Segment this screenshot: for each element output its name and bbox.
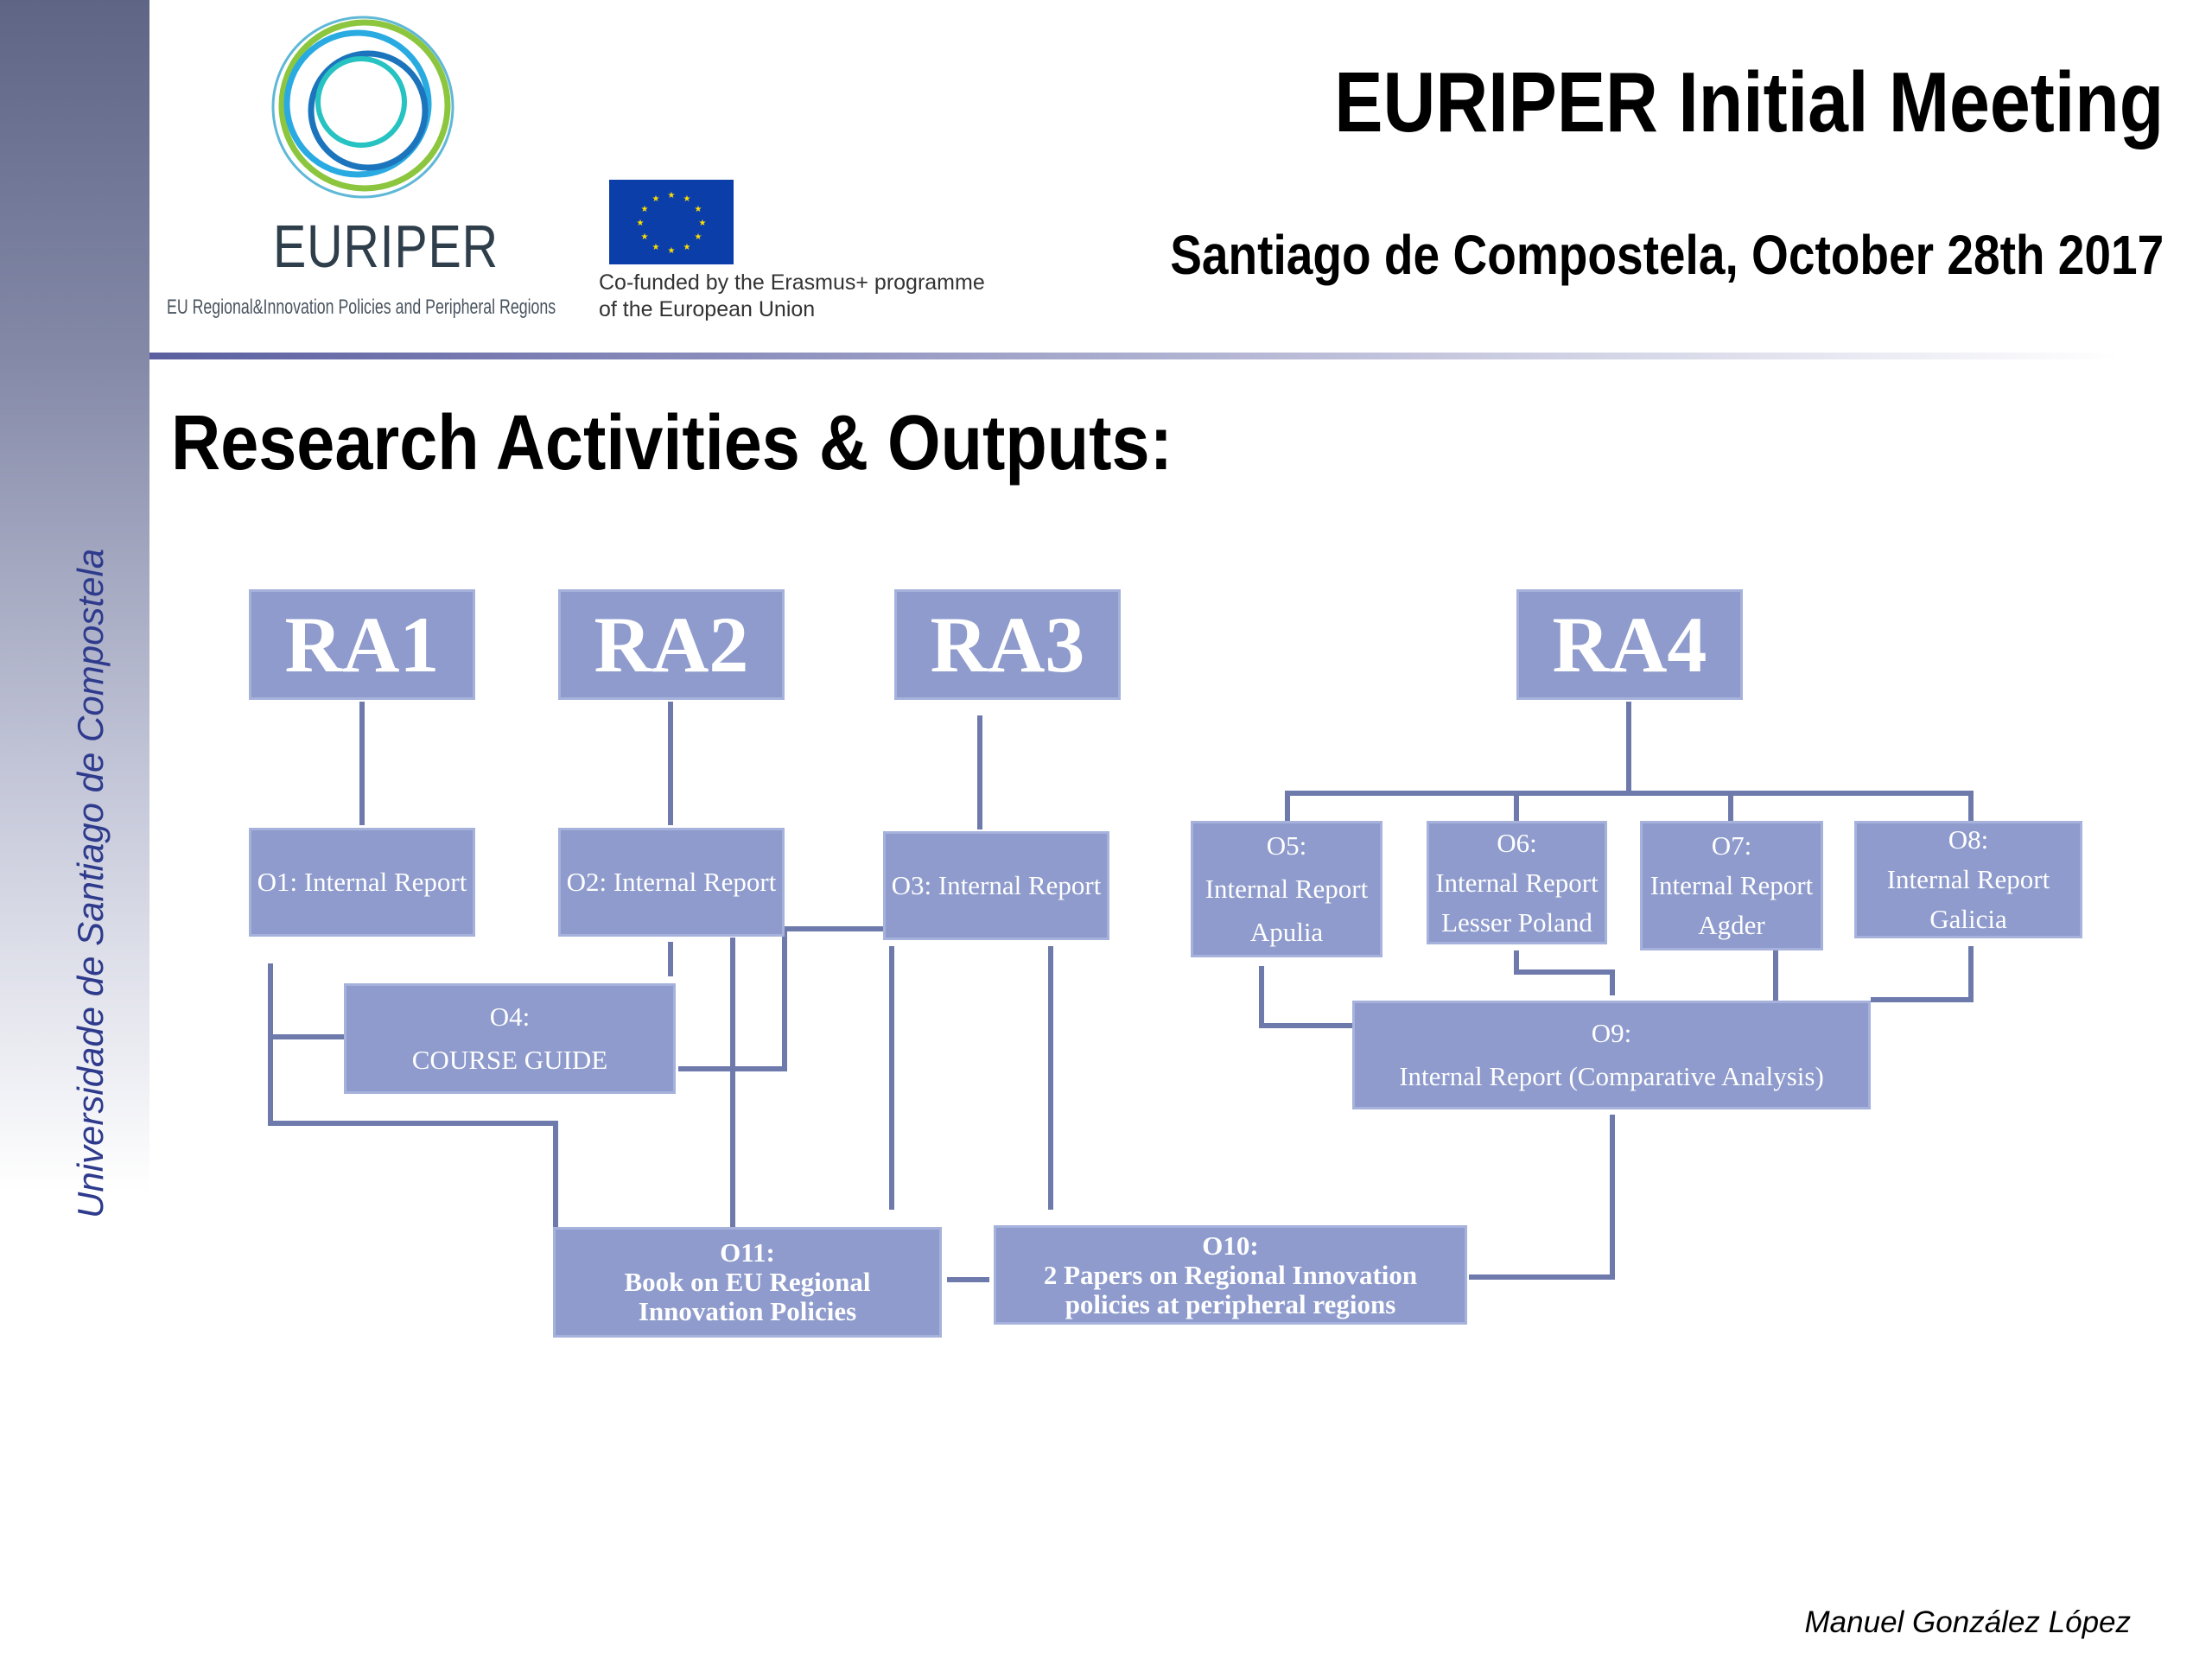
o5-title: Internal Report <box>1205 874 1369 904</box>
author-name: Manuel González López <box>1804 1605 2131 1639</box>
svg-text:★: ★ <box>699 219 707 228</box>
connector-o6-o9 <box>1514 950 1615 995</box>
o11-label: O11: <box>720 1237 775 1268</box>
erasmus-note-line2: of the European Union <box>599 297 816 321</box>
euriper-tagline: EU Regional&Innovation Policies and Peri… <box>167 296 556 319</box>
o11-title-line2: Innovation Policies <box>638 1296 857 1326</box>
euriper-wordmark: EURIPER <box>273 213 499 280</box>
o10-label: O10: <box>1202 1230 1259 1261</box>
o5-box: O5: Internal Report Apulia <box>1191 821 1382 957</box>
o7-title: Internal Report <box>1649 870 1814 900</box>
svg-text:★: ★ <box>641 205 649 214</box>
section-title: Research Activities & Outputs: <box>171 400 1173 486</box>
o6-box: O6: Internal Report Lesser Poland <box>1427 821 1607 944</box>
svg-text:★: ★ <box>641 232 649 242</box>
connector-o4-o3 <box>678 926 883 1071</box>
o6-title: Internal Report <box>1435 867 1599 898</box>
svg-text:★: ★ <box>637 219 645 228</box>
o5-region: Apulia <box>1249 917 1324 947</box>
svg-text:★: ★ <box>695 232 702 242</box>
o11-title-line1: Book on EU Regional <box>624 1267 871 1297</box>
o10-title-line1: 2 Papers on Regional Innovation <box>1043 1259 1418 1290</box>
ra1-box: RA1 <box>249 589 475 700</box>
o4-box: O4: COURSE GUIDE <box>344 983 676 1094</box>
eu-flag-icon: ★★★ ★★★ ★★★ ★★★ <box>609 180 734 264</box>
o6-label: O6: <box>1497 827 1537 858</box>
o2-box: O2: Internal Report <box>558 828 785 937</box>
sidebar-gradient <box>0 0 149 1192</box>
connector-o1-o4 <box>268 963 344 1039</box>
o10-title-line2: policies at peripheral regions <box>1065 1288 1396 1319</box>
o4-title: COURSE GUIDE <box>411 1045 608 1075</box>
o8-box: O8: Internal Report Galicia <box>1854 821 2082 938</box>
connector-o9-o10 <box>1469 1115 1615 1280</box>
svg-text:★: ★ <box>668 191 676 200</box>
svg-text:★: ★ <box>668 246 676 256</box>
ra4-box: RA4 <box>1516 589 1743 700</box>
o7-label: O7: <box>1711 830 1752 861</box>
o1-box: O1: Internal Report <box>249 828 475 937</box>
page-title: EURIPER Initial Meeting <box>1334 54 2164 149</box>
ra3-box: RA3 <box>894 589 1121 700</box>
o9-title: Internal Report (Comparative Analysis) <box>1399 1061 1824 1091</box>
o9-label: O9: <box>1591 1018 1632 1048</box>
connector-o5-o9 <box>1259 966 1355 1028</box>
o6-region: Lesser Poland <box>1441 906 1592 938</box>
o8-region: Galicia <box>1929 904 2007 934</box>
connector-o8-o9 <box>1871 946 1974 1002</box>
svg-text:★: ★ <box>683 243 691 252</box>
o11-box: O11: Book on EU Regional Innovation Poli… <box>553 1227 942 1338</box>
erasmus-note-line1: Co-funded by the Erasmus+ programme <box>599 270 985 295</box>
meeting-place-date: Santiago de Compostela, October 28th 201… <box>1169 224 2164 286</box>
o4-label: O4: <box>489 1001 531 1032</box>
svg-text:★: ★ <box>652 243 660 252</box>
o5-label: O5: <box>1266 830 1307 861</box>
o10-box: O10: 2 Papers on Regional Innovation pol… <box>994 1225 1467 1325</box>
connector-o1-o11 <box>268 1037 558 1227</box>
o7-box: O7: Internal Report Agder <box>1640 821 1823 950</box>
header-divider <box>149 353 2120 359</box>
connector-ra4-bus <box>1285 791 1974 821</box>
euriper-rings-logo <box>271 16 454 199</box>
svg-text:★: ★ <box>695 205 702 214</box>
svg-text:★: ★ <box>683 194 691 204</box>
o3-box: O3: Internal Report <box>883 831 1109 940</box>
o8-title: Internal Report <box>1886 864 2050 894</box>
o7-region: Agder <box>1698 910 1765 940</box>
o8-label: O8: <box>1948 824 1989 855</box>
o9-box: O9: Internal Report (Comparative Analysi… <box>1352 1001 1871 1109</box>
erasmus-note: Co-funded by the Erasmus+ programme of t… <box>599 270 985 323</box>
ra2-box: RA2 <box>558 589 785 700</box>
svg-text:★: ★ <box>652 194 660 204</box>
